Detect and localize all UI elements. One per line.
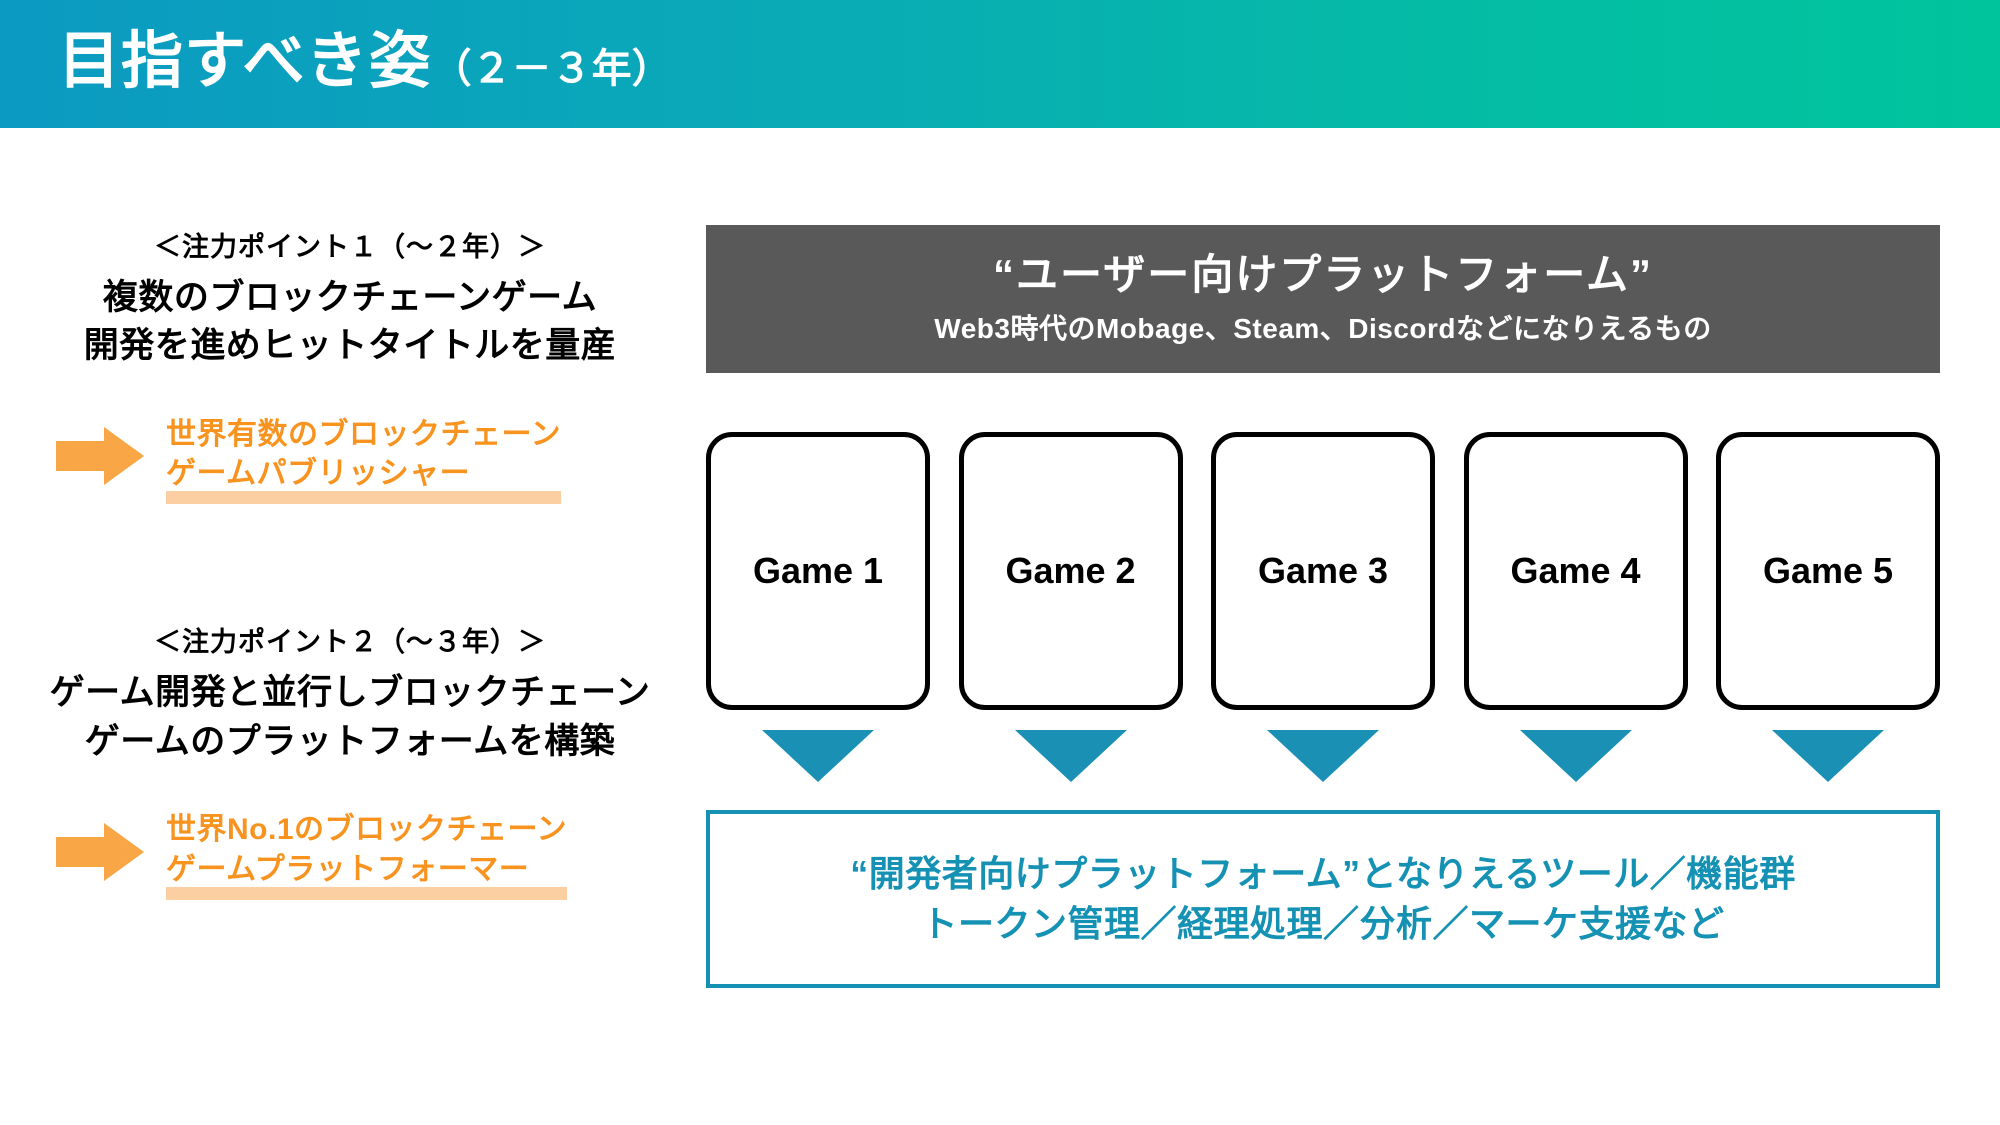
developer-platform-line1: “開発者向けプラットフォーム”となりえるツール／機能群 — [850, 853, 1796, 895]
game-card-label: Game 2 — [1005, 550, 1136, 591]
game-card[interactable]: Game 5 — [1716, 432, 1940, 710]
outcome-row-2: 世界No.1のブロックチェーン ゲームプラットフォーマー — [20, 810, 680, 900]
focus-block-1: ＜注力ポイント１（～２年）＞ 複数のブロックチェーンゲーム 開発を進めヒットタイ… — [20, 225, 680, 505]
developer-platform-box: “開発者向けプラットフォーム”となりえるツール／機能群 トークン管理／経理処理／… — [706, 810, 1940, 988]
down-arrows-row — [706, 730, 1940, 788]
focus-point-1-label: ＜注力ポイント１（～２年）＞ — [154, 232, 546, 262]
down-arrow-cell — [1464, 730, 1688, 788]
game-card[interactable]: Game 2 — [958, 432, 1183, 710]
outcome-2-line1: 世界No.1のブロックチェーン — [166, 812, 568, 846]
triangle-down-icon — [762, 730, 874, 782]
down-arrow-cell — [959, 730, 1183, 788]
page-title-main: 目指すべき姿 — [58, 27, 432, 96]
focus-point-2-body: ゲーム開発と並行しブロックチェーン ゲームのプラットフォームを構築 — [20, 669, 680, 766]
down-arrow-cell — [706, 730, 930, 788]
down-arrow-cell — [1211, 730, 1435, 788]
focus-point-2-label: ＜注力ポイント２（～３年）＞ — [154, 627, 546, 658]
game-card-label: Game 3 — [1257, 550, 1389, 591]
outcome-2-line2: ゲームプラットフォーマー — [166, 852, 530, 886]
outcome-row-1: 世界有数のブロックチェーン ゲームパブリッシャー — [20, 415, 680, 505]
game-card[interactable]: Game 3 — [1211, 432, 1435, 710]
page-title-sub: （２－３年） — [431, 47, 672, 91]
user-platform-title: “ユーザー向けプラットフォーム” — [993, 250, 1653, 298]
triangle-down-icon — [1014, 730, 1127, 782]
outcome-text-wrap-1: 世界有数のブロックチェーン ゲームパブリッシャー — [166, 415, 561, 505]
game-card-label: Game 4 — [1510, 550, 1641, 591]
arrow-right-icon — [56, 822, 144, 881]
game-cards-row: Game 1 Game 2 Game 3 Game 4 Game 5 — [706, 432, 1940, 710]
outcome-1-line2: ゲームパブリッシャー — [166, 457, 471, 491]
focus-block-2: ＜注力ポイント２（～３年）＞ ゲーム開発と並行しブロックチェーン ゲームのプラッ… — [20, 620, 680, 900]
focus-point-1-body: 複数のブロックチェーンゲーム 開発を進めヒットタイトルを量産 — [20, 274, 680, 371]
user-platform-subtitle: Web3時代のMobage、Steam、Discordなどになりえるもの — [934, 313, 1712, 345]
outcome-1-line1: 世界有数のブロックチェーン — [166, 417, 561, 451]
outcome-text-wrap-2: 世界No.1のブロックチェーン ゲームプラットフォーマー — [166, 810, 568, 900]
outcome-underline-1 — [166, 491, 561, 505]
game-card-label: Game 1 — [752, 550, 884, 591]
triangle-down-icon — [1519, 730, 1632, 782]
focus-point-2-body-line2: ゲームのプラットフォームを構築 — [84, 721, 616, 761]
down-arrow-cell — [1716, 730, 1940, 788]
focus-point-2-body-line1: ゲーム開発と並行しブロックチェーン — [49, 673, 651, 713]
triangle-down-icon — [1772, 730, 1884, 782]
outcome-underline-2 — [166, 886, 568, 900]
developer-platform-line2: トークン管理／経理処理／分析／マーケ支援など — [921, 903, 1725, 944]
page-title: 目指すべき姿（２－３年） — [58, 14, 672, 117]
focus-point-1-body-line1: 複数のブロックチェーンゲーム — [102, 278, 598, 317]
slide-header-bar: 目指すべき姿（２－３年） — [0, 0, 2000, 128]
focus-point-1-body-line2: 開発を進めヒットタイトルを量産 — [83, 326, 617, 366]
user-platform-box: “ユーザー向けプラットフォーム” Web3時代のMobage、Steam、Dis… — [706, 225, 1940, 373]
triangle-down-icon — [1267, 730, 1379, 782]
left-column: ＜注力ポイント１（～２年）＞ 複数のブロックチェーンゲーム 開発を進めヒットタイ… — [20, 225, 680, 900]
game-card[interactable]: Game 1 — [706, 432, 930, 710]
game-card[interactable]: Game 4 — [1463, 432, 1688, 710]
arrow-right-icon — [56, 427, 144, 486]
game-card-label: Game 5 — [1762, 550, 1894, 591]
